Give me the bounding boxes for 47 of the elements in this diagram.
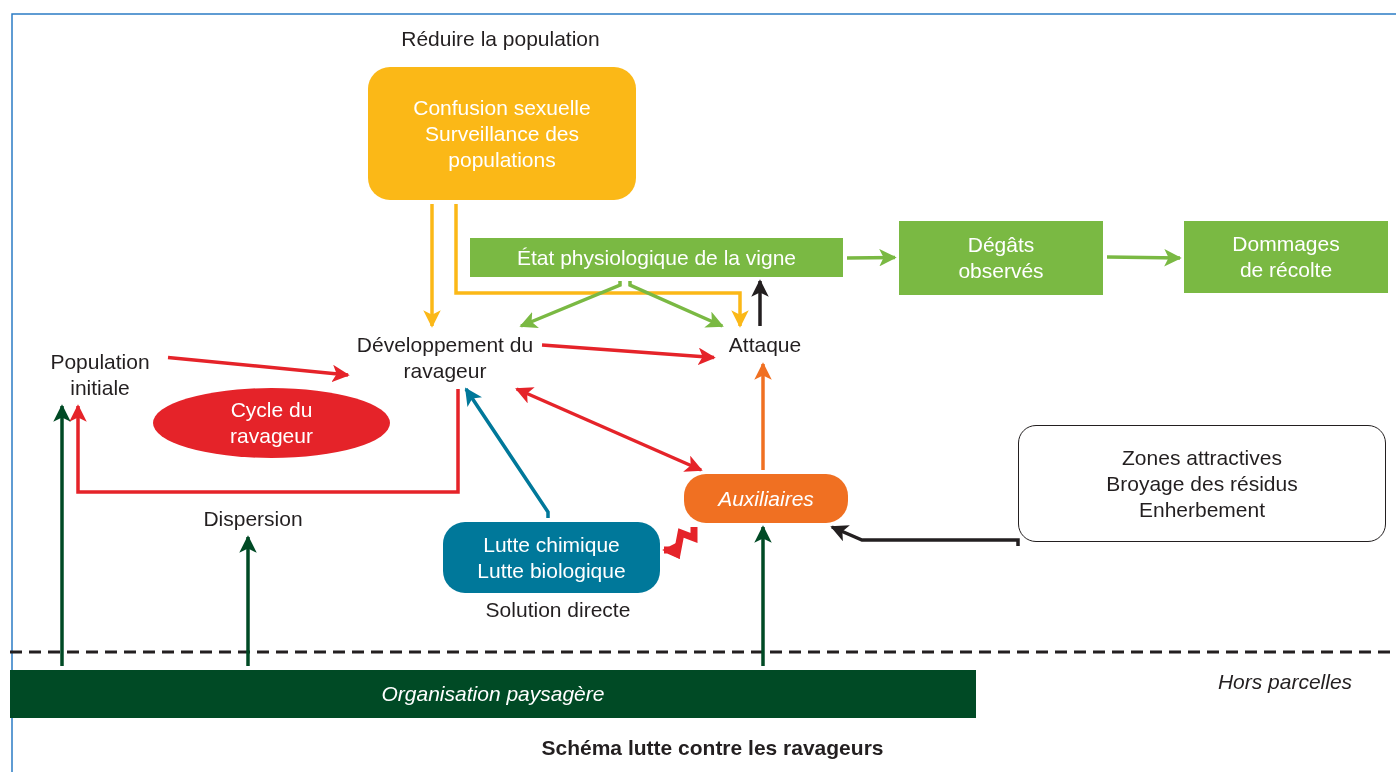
- node-label: Organisation paysagère: [381, 681, 605, 707]
- lightning-arrow: [662, 527, 698, 560]
- arrow: [1106, 249, 1182, 267]
- arrow: [167, 355, 350, 383]
- arrow: [239, 535, 257, 666]
- arrow: [847, 248, 897, 267]
- arrow: [754, 362, 772, 470]
- node-label: Zones attractives: [1122, 444, 1282, 471]
- node-label: Population initiale: [49, 349, 151, 401]
- node-label: Attaque: [728, 332, 802, 358]
- node-label: Auxiliaires: [718, 485, 814, 512]
- node-label: Cycle du ravageur: [229, 397, 314, 449]
- caption: Schéma lutte contre les ravageurs: [540, 735, 885, 761]
- landscape-band: [10, 670, 976, 718]
- node-caption: Réduire la population: [400, 26, 601, 52]
- process-box: [899, 221, 1103, 295]
- node-label: Lutte biologique: [477, 557, 626, 584]
- node-label: Dégâts observés: [957, 232, 1045, 284]
- node-label: Lutte chimique: [483, 531, 620, 558]
- arrow: [754, 525, 772, 666]
- arrow: [519, 281, 622, 329]
- arrow: [628, 281, 724, 328]
- arrow: [751, 279, 769, 326]
- zone-label: Hors parcelles: [1216, 669, 1354, 695]
- arrow: [464, 387, 550, 518]
- node-label: Surveillance des populations: [423, 120, 581, 173]
- process-box: [1184, 221, 1388, 293]
- process-box: [470, 238, 843, 277]
- arrow: [53, 404, 71, 666]
- arrow: [454, 204, 749, 328]
- arrow: [541, 343, 716, 366]
- arrow: [69, 389, 460, 494]
- process-box: [368, 67, 636, 200]
- arrow: [515, 387, 703, 472]
- process-box: [443, 522, 660, 593]
- node-label: Enherbement: [1138, 496, 1266, 523]
- node-label: Dommages de récolte: [1231, 231, 1341, 283]
- node-label: Broyage des résidus: [1106, 470, 1298, 497]
- node-label: Confusion sexuelle: [413, 94, 591, 121]
- arrow: [830, 525, 1020, 546]
- process-box: [1018, 425, 1386, 542]
- node-label: Dispersion: [203, 506, 303, 532]
- node-label: Développement du ravageur: [355, 331, 535, 384]
- arrow: [423, 204, 441, 328]
- node-caption: Solution directe: [484, 597, 632, 623]
- node-label: État physiologique de la vigne: [517, 244, 796, 271]
- process-box: [684, 474, 848, 523]
